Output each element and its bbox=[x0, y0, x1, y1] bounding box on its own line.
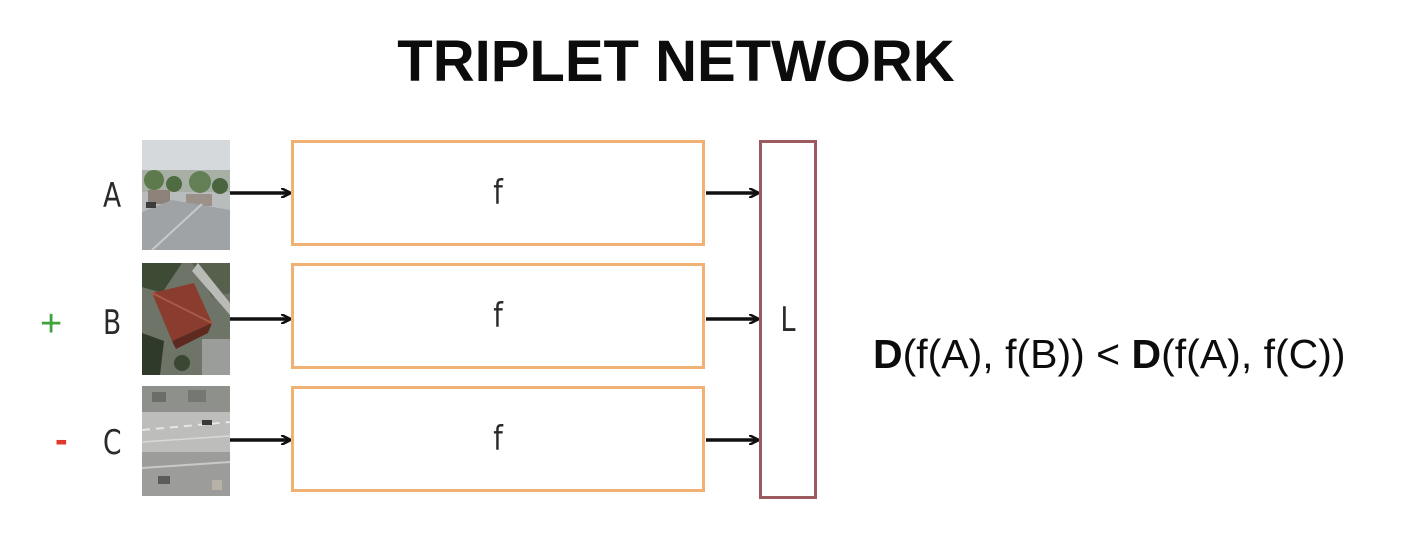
triplet-constraint-formula: D(f(A), f(B)) < D(f(A), f(C)) bbox=[873, 329, 1346, 379]
function-box-b: f bbox=[291, 263, 705, 369]
function-box-a: f bbox=[291, 140, 705, 246]
formula-lhs: (f(A), f(B)) < bbox=[902, 331, 1132, 377]
negative-image bbox=[142, 386, 230, 496]
distance-symbol-2: D bbox=[1131, 331, 1162, 377]
function-label-c: f bbox=[493, 419, 503, 459]
row-label-a: A bbox=[103, 176, 122, 216]
function-label-a: f bbox=[493, 173, 503, 213]
formula-rhs: (f(A), f(C)) bbox=[1161, 331, 1346, 377]
loss-box: L bbox=[759, 140, 817, 499]
anchor-image bbox=[142, 140, 230, 250]
street-scene-thumbnail bbox=[142, 140, 230, 250]
row-label-b: B bbox=[103, 303, 122, 343]
aerial-rooftop-thumbnail bbox=[142, 263, 230, 375]
row-label-c: C bbox=[103, 423, 122, 463]
function-label-b: f bbox=[493, 296, 503, 336]
diagram-title: TRIPLET NETWORK bbox=[397, 29, 955, 94]
function-box-c: f bbox=[291, 386, 705, 492]
distance-symbol-1: D bbox=[873, 331, 903, 377]
loss-label: L bbox=[780, 299, 796, 340]
positive-image bbox=[142, 263, 230, 375]
positive-sign: + bbox=[40, 303, 63, 345]
aerial-road-thumbnail bbox=[142, 386, 230, 496]
negative-sign: - bbox=[55, 419, 68, 461]
